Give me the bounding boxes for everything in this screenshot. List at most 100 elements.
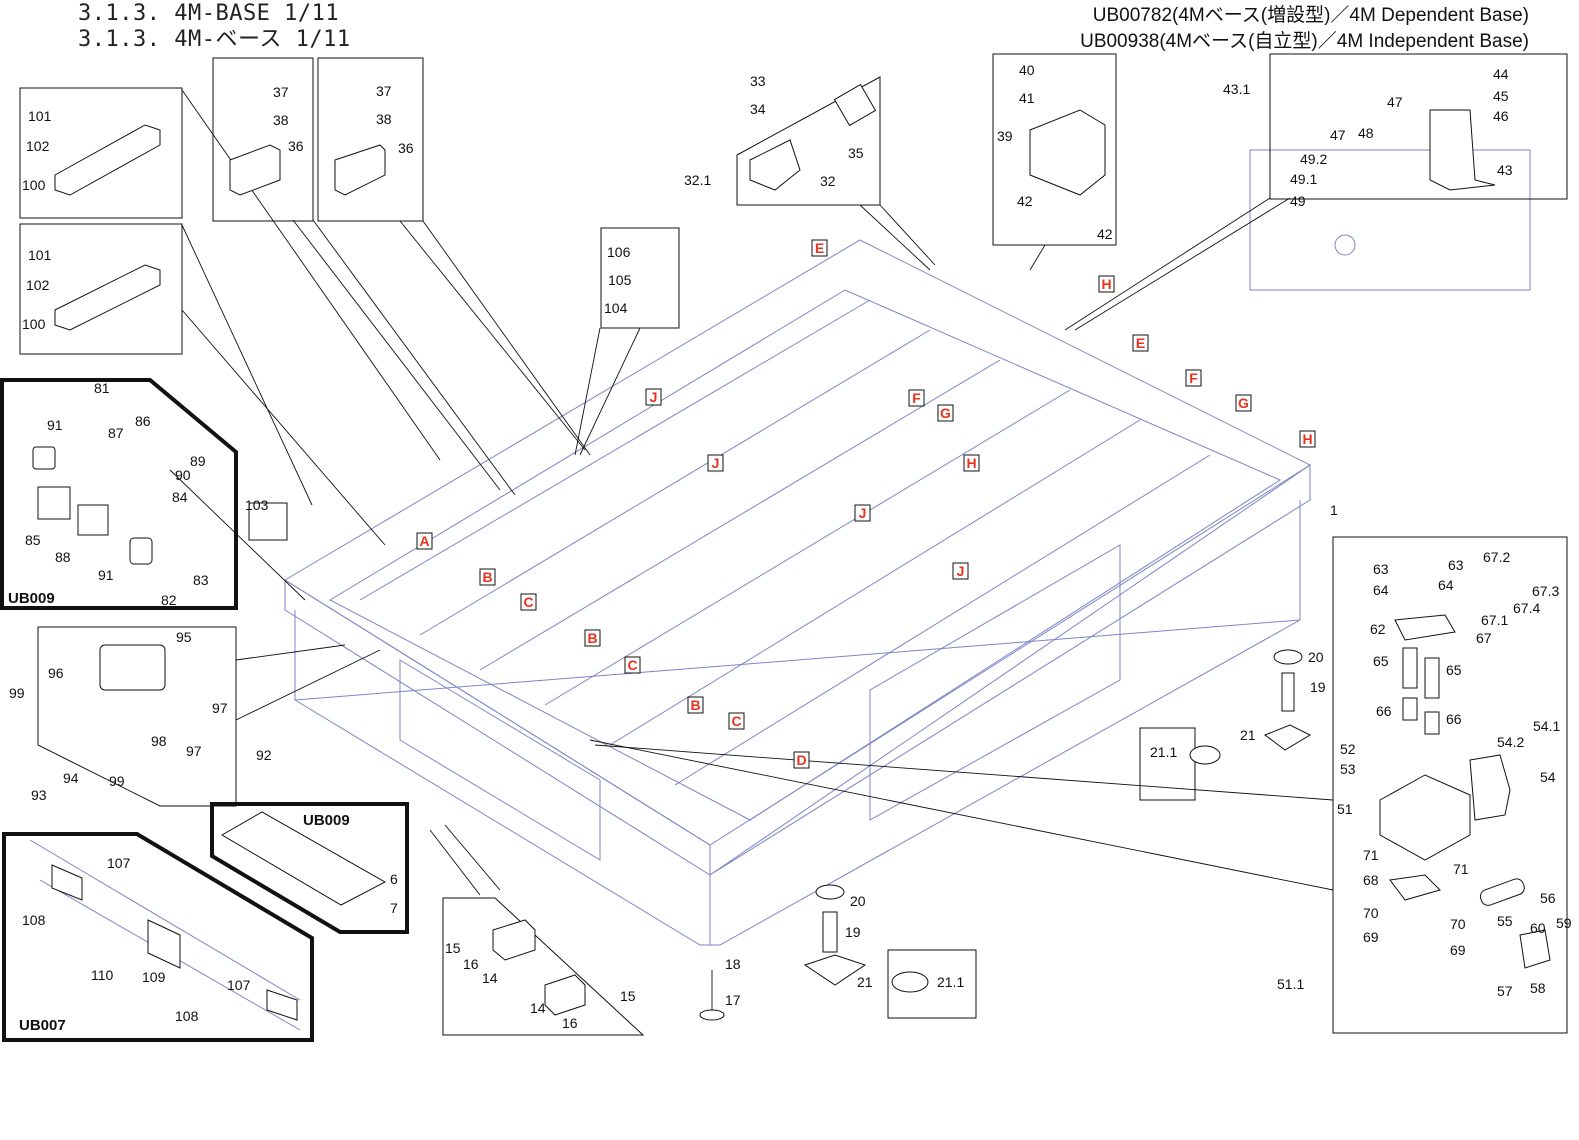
label-49-1: 49.1 <box>1290 171 1317 187</box>
label-65b: 65 <box>1446 662 1462 678</box>
label-56: 56 <box>1540 890 1556 906</box>
label-97b: 97 <box>186 743 202 759</box>
label-32: 32 <box>820 173 836 189</box>
label-52: 52 <box>1340 741 1356 757</box>
label-66: 66 <box>1376 703 1392 719</box>
label-19: 19 <box>845 924 861 940</box>
label-99b: 99 <box>109 773 125 789</box>
label-54-2: 54.2 <box>1497 734 1524 750</box>
label-15: 15 <box>445 940 461 956</box>
label-70b: 70 <box>1450 916 1466 932</box>
marker-label: B <box>482 569 492 585</box>
marker-label: J <box>859 505 867 521</box>
label-42b: 42 <box>1097 226 1113 242</box>
label-43-1: 43.1 <box>1223 81 1250 97</box>
marker-d: D <box>793 751 810 769</box>
label-41: 41 <box>1019 90 1035 106</box>
label-102b: 102 <box>26 277 50 293</box>
label-19b: 19 <box>1310 679 1326 695</box>
label-67-4: 67.4 <box>1513 600 1540 616</box>
option-border-ub009-top <box>0 378 238 610</box>
label-69: 69 <box>1363 929 1379 945</box>
label-64: 64 <box>1373 582 1389 598</box>
label-90: 90 <box>175 467 191 483</box>
label-93: 93 <box>31 787 47 803</box>
marker-label: G <box>940 405 951 421</box>
label-94: 94 <box>63 770 79 786</box>
label-101: 101 <box>28 108 52 124</box>
label-82: 82 <box>161 592 177 608</box>
marker-label: C <box>731 713 741 729</box>
label-55: 55 <box>1497 913 1513 929</box>
label-49: 49 <box>1290 193 1306 209</box>
marker-label: B <box>690 697 700 713</box>
marker-e: E <box>811 239 828 257</box>
label-18: 18 <box>725 956 741 972</box>
marker-b: B <box>687 696 704 714</box>
label-39: 39 <box>997 128 1013 144</box>
option-border-ub009-panel <box>210 802 409 934</box>
marker-h: H <box>1098 275 1115 293</box>
marker-c: C <box>624 656 641 674</box>
label-47: 47 <box>1387 94 1403 110</box>
label-15b: 15 <box>620 988 636 1004</box>
label-54-1: 54.1 <box>1533 718 1560 734</box>
label-42: 42 <box>1017 193 1033 209</box>
label-62: 62 <box>1370 621 1386 637</box>
label-67: 67 <box>1476 630 1492 646</box>
marker-label: G <box>1238 395 1249 411</box>
label-108b: 108 <box>175 1008 199 1024</box>
label-17: 17 <box>725 992 741 1008</box>
label-21b: 21 <box>1240 727 1256 743</box>
label-84: 84 <box>172 489 188 505</box>
label-60: 60 <box>1530 920 1546 936</box>
label-69b: 69 <box>1450 942 1466 958</box>
marker-label: H <box>966 455 976 471</box>
label-98: 98 <box>151 733 167 749</box>
label-107b: 107 <box>227 977 251 993</box>
label-21-1b: 21.1 <box>1150 744 1177 760</box>
marker-label: E <box>815 240 824 256</box>
label-21: 21 <box>857 974 873 990</box>
label-16: 16 <box>463 956 479 972</box>
label-49-2: 49.2 <box>1300 151 1327 167</box>
label-85: 85 <box>25 532 41 548</box>
label-92: 92 <box>256 747 272 763</box>
marker-label: J <box>957 563 965 579</box>
marker-label: B <box>587 630 597 646</box>
label-37b: 37 <box>376 83 392 99</box>
label-51-1: 51.1 <box>1277 976 1304 992</box>
marker-label: A <box>419 533 429 549</box>
label-66b: 66 <box>1446 711 1462 727</box>
label-21-1: 21.1 <box>937 974 964 990</box>
label-109: 109 <box>142 969 166 985</box>
label-101b: 101 <box>28 247 52 263</box>
option-code-ub009-top: UB009 <box>8 590 55 607</box>
option-border-ub007 <box>2 832 314 1042</box>
label-89: 89 <box>190 453 206 469</box>
label-57: 57 <box>1497 983 1513 999</box>
marker-h: H <box>1299 430 1316 448</box>
label-20: 20 <box>850 893 866 909</box>
label-91: 91 <box>47 417 63 433</box>
marker-label: C <box>523 594 533 610</box>
marker-label: H <box>1302 431 1312 447</box>
label-40: 40 <box>1019 62 1035 78</box>
label-67-1: 67.1 <box>1481 612 1508 628</box>
marker-label: F <box>912 390 921 406</box>
page-title-en: 3.1.3. 4M-BASE 1/11 <box>78 1 340 26</box>
label-83: 83 <box>193 572 209 588</box>
label-107: 107 <box>107 855 131 871</box>
label-32-1: 32.1 <box>684 172 711 188</box>
label-91b: 91 <box>98 567 114 583</box>
label-100: 100 <box>22 177 46 193</box>
marker-h: H <box>963 454 980 472</box>
label-14: 14 <box>482 970 498 986</box>
label-58: 58 <box>1530 980 1546 996</box>
label-7: 7 <box>390 900 398 916</box>
label-100b: 100 <box>22 316 46 332</box>
label-38b: 38 <box>376 111 392 127</box>
marker-a: A <box>416 532 433 550</box>
